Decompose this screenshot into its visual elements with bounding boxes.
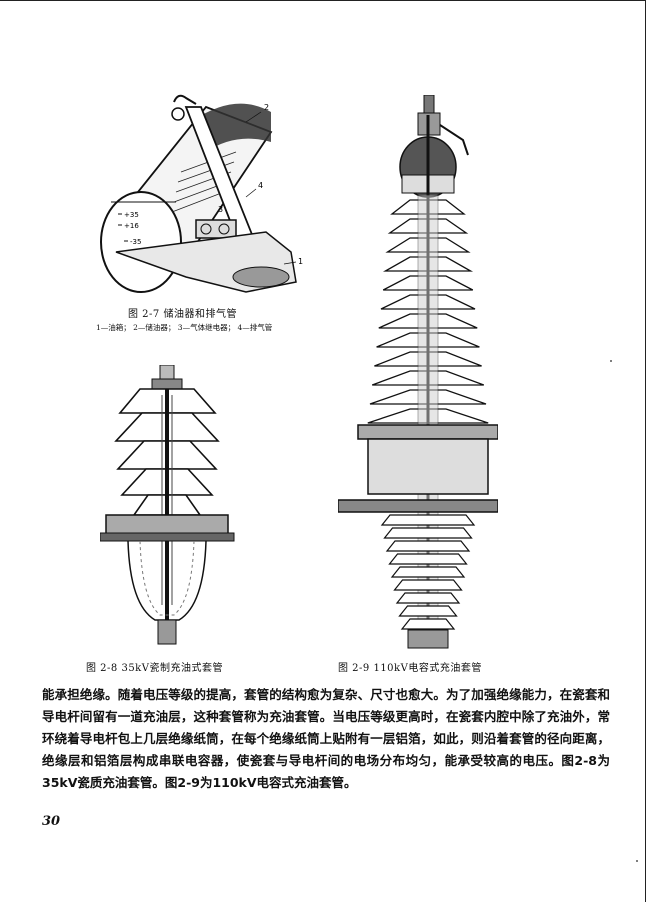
callout-3: 3: [218, 205, 223, 214]
bushing-35kv-illustration: [100, 365, 235, 645]
porcelain-shed: [395, 592, 461, 604]
body-paragraph: 能承担绝缘。随着电压等级的提高，套管的结构愈为复杂、尺寸也愈大。为了加强绝缘能力…: [42, 687, 610, 790]
porcelain-shed: [400, 618, 456, 630]
page-border-top: [0, 0, 646, 1]
gauge-label-minus35: -35: [130, 238, 141, 246]
scan-speck: [610, 360, 612, 362]
porcelain-shed: [385, 540, 471, 552]
porcelain-shed: [393, 579, 463, 591]
figure-2-9-bushing-drawing: [338, 95, 498, 650]
figure-2-7-legend: 1—油箱； 2—储油器； 3—气体继电器； 4—排气管: [96, 323, 273, 332]
porcelain-shed: [380, 514, 476, 526]
figure-2-7-caption: 图 2-7 储油器和排气管: [128, 309, 237, 320]
gauge-label-plus35: +35: [124, 211, 139, 219]
porcelain-shed: [398, 605, 458, 617]
figure-2-7-conservator-drawing: +35 +16 -35 2 4 3 1: [86, 92, 316, 302]
scan-speck: [636, 860, 638, 862]
figure-2-8-bushing-drawing: [100, 365, 240, 650]
porcelain-shed: [383, 527, 473, 539]
figure-2-9-caption: 图 2-9 110kV电容式充油套管: [338, 663, 482, 674]
callout-4: 4: [258, 181, 263, 190]
page-number: 30: [42, 814, 61, 829]
bushing-110kv-illustration: [338, 95, 498, 649]
callout-1: 1: [298, 257, 303, 266]
figure-2-8-caption: 图 2-8 35kV瓷制充油式套管: [86, 663, 223, 674]
porcelain-shed: [390, 566, 466, 578]
conservator-illustration: +35 +16 -35 2 4 3 1: [100, 94, 303, 293]
callout-2: 2: [264, 103, 269, 112]
porcelain-shed: [388, 553, 468, 565]
gauge-label-plus16: +16: [124, 222, 139, 230]
lower-porcelain-sheds: [380, 514, 476, 630]
